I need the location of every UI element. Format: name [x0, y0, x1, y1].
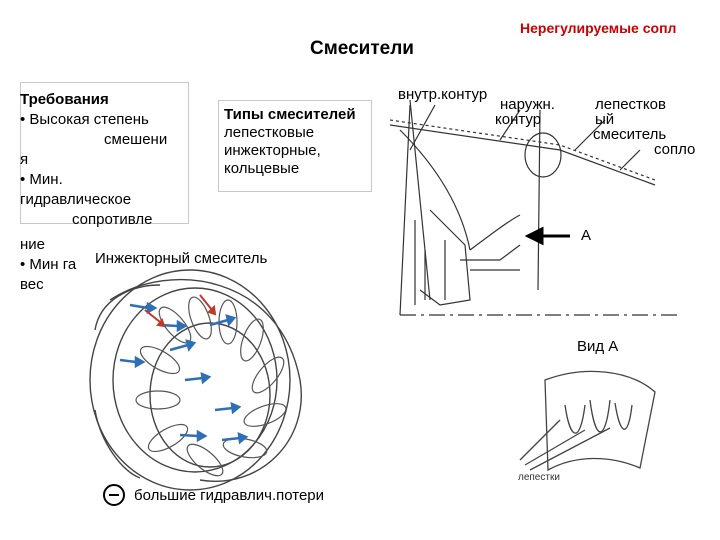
mixer-type-item: кольцевые	[224, 160, 300, 177]
mixer-types-text: Типы смесителей лепестковые инжекторные,…	[224, 106, 356, 178]
requirement-line: ние	[20, 236, 46, 253]
requirement-line: смешени	[104, 131, 168, 148]
requirement-line: вес	[20, 276, 44, 293]
requirement-line: сопротивле	[72, 211, 153, 228]
petal-mixer-label-line2: ый	[595, 111, 615, 128]
requirement-line: • Мин.	[20, 171, 63, 188]
outer-contour-label-line1: наружн.	[500, 96, 555, 113]
drawback-text: большие гидравлич.потери	[134, 487, 325, 504]
mixer-types-box	[218, 100, 372, 192]
mixer-types-heading: Типы смесителей	[224, 106, 356, 123]
view-a-marker: А	[581, 227, 592, 244]
petal-mixer-label-line3: смеситель	[593, 126, 667, 143]
requirement-line: • Мин га	[20, 256, 77, 273]
outer-contour-label-line2: контур	[495, 111, 542, 128]
mixer-type-item: лепестковые	[224, 124, 315, 141]
view-a-title: Вид А	[577, 338, 619, 355]
minus-icon	[103, 484, 125, 506]
slide-title: Смесители	[310, 38, 414, 59]
nozzle-label: сопло	[654, 141, 696, 158]
petal-mixer-label-line1: лепестков	[595, 96, 666, 113]
requirement-line: я	[20, 151, 29, 168]
requirement-line: гидравлическое	[20, 191, 132, 208]
requirements-heading: Требования	[20, 91, 109, 108]
mixer-type-item: инжекторные,	[224, 142, 321, 159]
requirement-line: • Высокая степень	[20, 111, 149, 128]
petals-small-label: лепестки	[518, 472, 560, 483]
injector-mixer-label: Инжекторный смеситель	[95, 250, 268, 267]
requirements-box	[20, 82, 189, 224]
corner-title: Нерегулируемые сопл	[520, 20, 677, 36]
inner-contour-label: внутр.контур	[398, 86, 488, 103]
